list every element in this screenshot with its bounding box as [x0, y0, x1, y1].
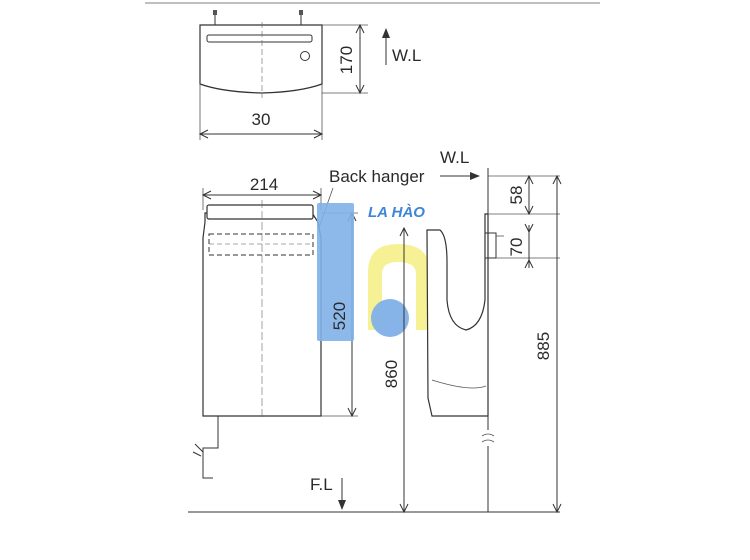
total-860-label: 860	[382, 360, 401, 388]
total-860-arrow-up	[399, 226, 409, 237]
dim-885-arrow-down	[552, 503, 562, 514]
top-view-slot	[206, 34, 313, 43]
wl-side-label: W.L	[440, 148, 469, 167]
top-view-sensor-icon	[300, 51, 310, 61]
wl-top-arrow-head	[382, 28, 390, 38]
power-plug-icon	[192, 443, 204, 457]
wl-top-label: W.L	[392, 46, 421, 65]
power-cord	[202, 416, 219, 479]
watermark-blue-circle	[371, 299, 409, 337]
front-view-top-cover	[206, 204, 314, 220]
front-height-arrow-down	[347, 407, 357, 418]
top-width-arrow-left	[198, 129, 209, 139]
dim-885-arrow-up	[552, 174, 562, 185]
side-view: W.L 58 70 885	[426, 148, 562, 514]
side-view-contour	[431, 379, 487, 389]
back-hanger-bracket	[208, 233, 314, 256]
watermark-blue-bar	[317, 203, 354, 341]
top-view-pin-cap-right	[299, 10, 303, 15]
floor-dimension: 860 F.L	[188, 226, 560, 514]
fl-label: F.L	[310, 475, 333, 494]
dim-58-arrow-up	[524, 174, 534, 185]
watermark-text: LA HÀO	[368, 204, 425, 221]
front-width-arrow-left	[201, 190, 212, 200]
dim-70-arrow-down	[524, 223, 534, 234]
watermark-yellow-arch	[368, 244, 430, 330]
side-view-bracket	[485, 232, 497, 259]
front-width-arrow-right	[312, 190, 323, 200]
wall-break-icon	[481, 433, 495, 443]
dim-58-label: 58	[507, 186, 526, 205]
fl-arrow-head	[338, 500, 346, 510]
front-height-label: 520	[330, 302, 349, 330]
top-width-label: 30	[252, 110, 271, 129]
dim-58-arrow-down	[524, 205, 534, 216]
top-height-label: 170	[337, 46, 356, 74]
side-view-body	[426, 213, 489, 417]
top-height-arrow-down	[355, 84, 365, 95]
top-height-arrow-up	[355, 23, 365, 34]
top-width-arrow-right	[313, 129, 324, 139]
top-view-pin-cap-left	[213, 10, 217, 15]
dim-70-label: 70	[507, 238, 526, 257]
front-view: 214 Back hanger	[192, 167, 425, 479]
front-width-label: 214	[250, 175, 278, 194]
dim-885-label: 885	[534, 332, 553, 360]
back-hanger-label: Back hanger	[329, 167, 425, 186]
dim-70-arrow-up	[524, 258, 534, 269]
watermark-logo: LA HÀO	[317, 203, 430, 341]
wl-side-arrow-head	[470, 172, 480, 180]
top-view: 170 W.L 30	[198, 10, 421, 140]
